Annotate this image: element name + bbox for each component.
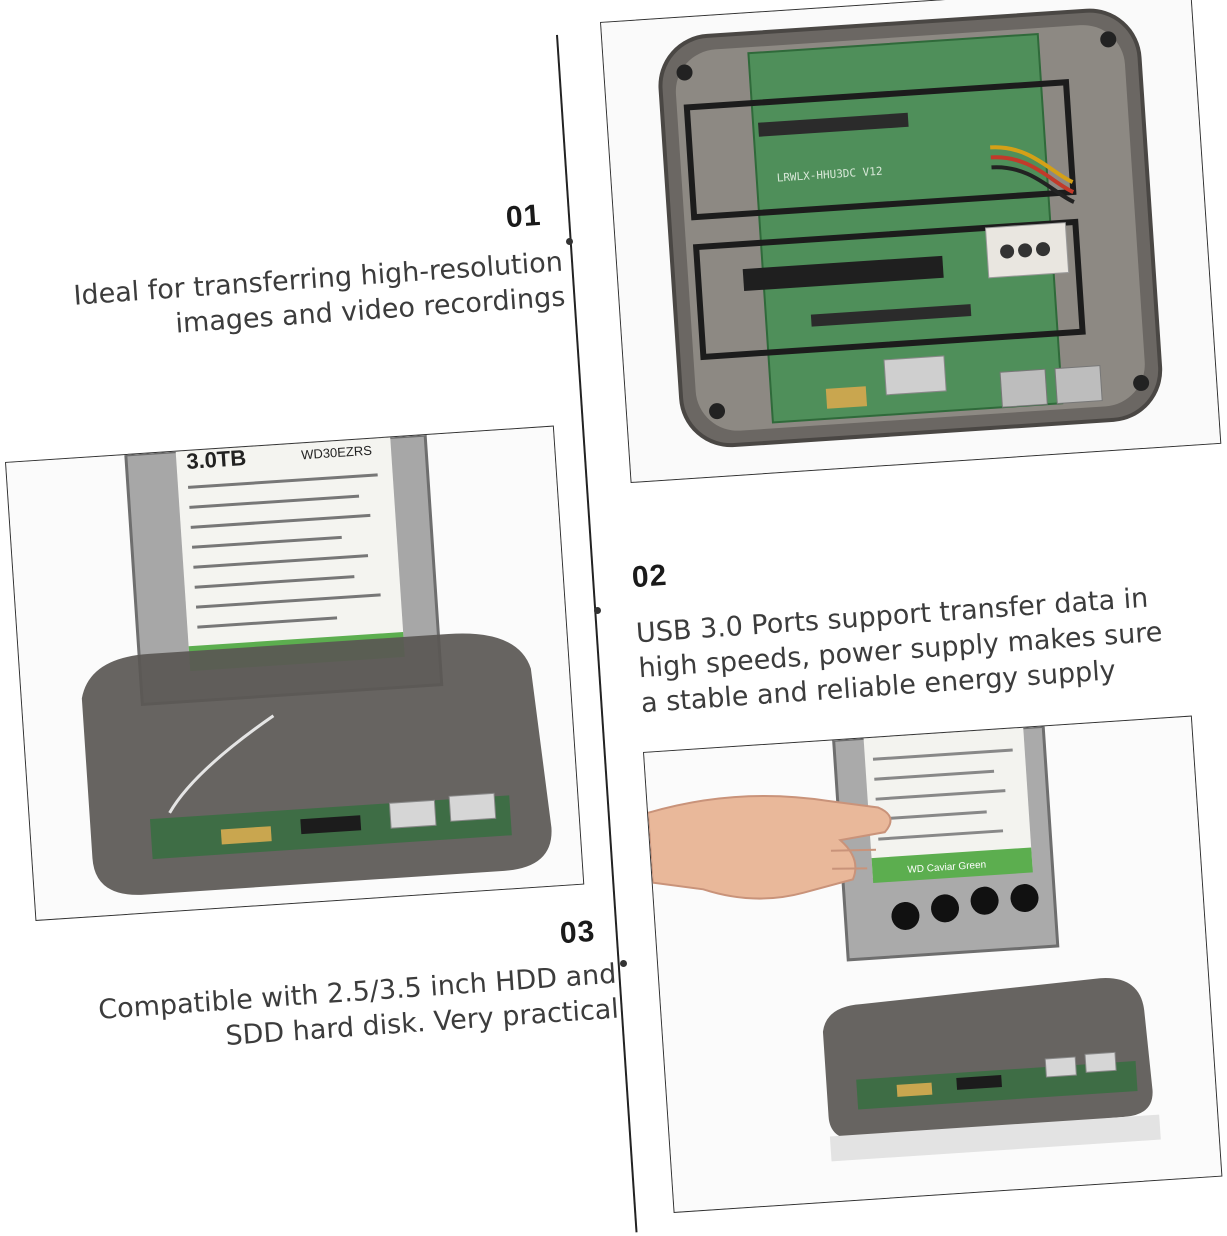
hdd-capacity-label: 3.0TB — [186, 445, 247, 474]
hand-inserting-hdd-photo: WD Caviar Green — [643, 715, 1223, 1213]
feature-02-marker-dot — [594, 607, 601, 614]
hdd-model-label: WD30EZRS — [301, 443, 373, 463]
hdd-in-dock-photo: 3.0TB WD30EZRS — [5, 425, 585, 921]
feature-01-number: 01 — [504, 198, 543, 235]
feature-03-number: 03 — [558, 914, 597, 951]
feature-01-caption: Ideal for transferring high-resolution i… — [60, 245, 567, 350]
dock-top-view-illustration: LRWLX-HHU3DC V12 — [601, 0, 1221, 482]
hdd-brand-label: WD Caviar Green — [907, 860, 986, 876]
feature-03-marker-dot — [620, 960, 627, 967]
feature-02-caption: USB 3.0 Ports support transfer data in h… — [635, 580, 1166, 721]
dock-top-view-photo: LRWLX-HHU3DC V12 — [600, 0, 1222, 483]
feature-03-caption: Compatible with 2.5/3.5 inch HDD and SDD… — [88, 957, 620, 1064]
hand-inserting-hdd-illustration: WD Caviar Green — [644, 716, 1222, 1212]
hdd-in-dock-illustration: 3.0TB WD30EZRS — [6, 426, 584, 920]
feature-02-number: 02 — [630, 558, 669, 595]
feature-01-marker-dot — [566, 238, 573, 245]
